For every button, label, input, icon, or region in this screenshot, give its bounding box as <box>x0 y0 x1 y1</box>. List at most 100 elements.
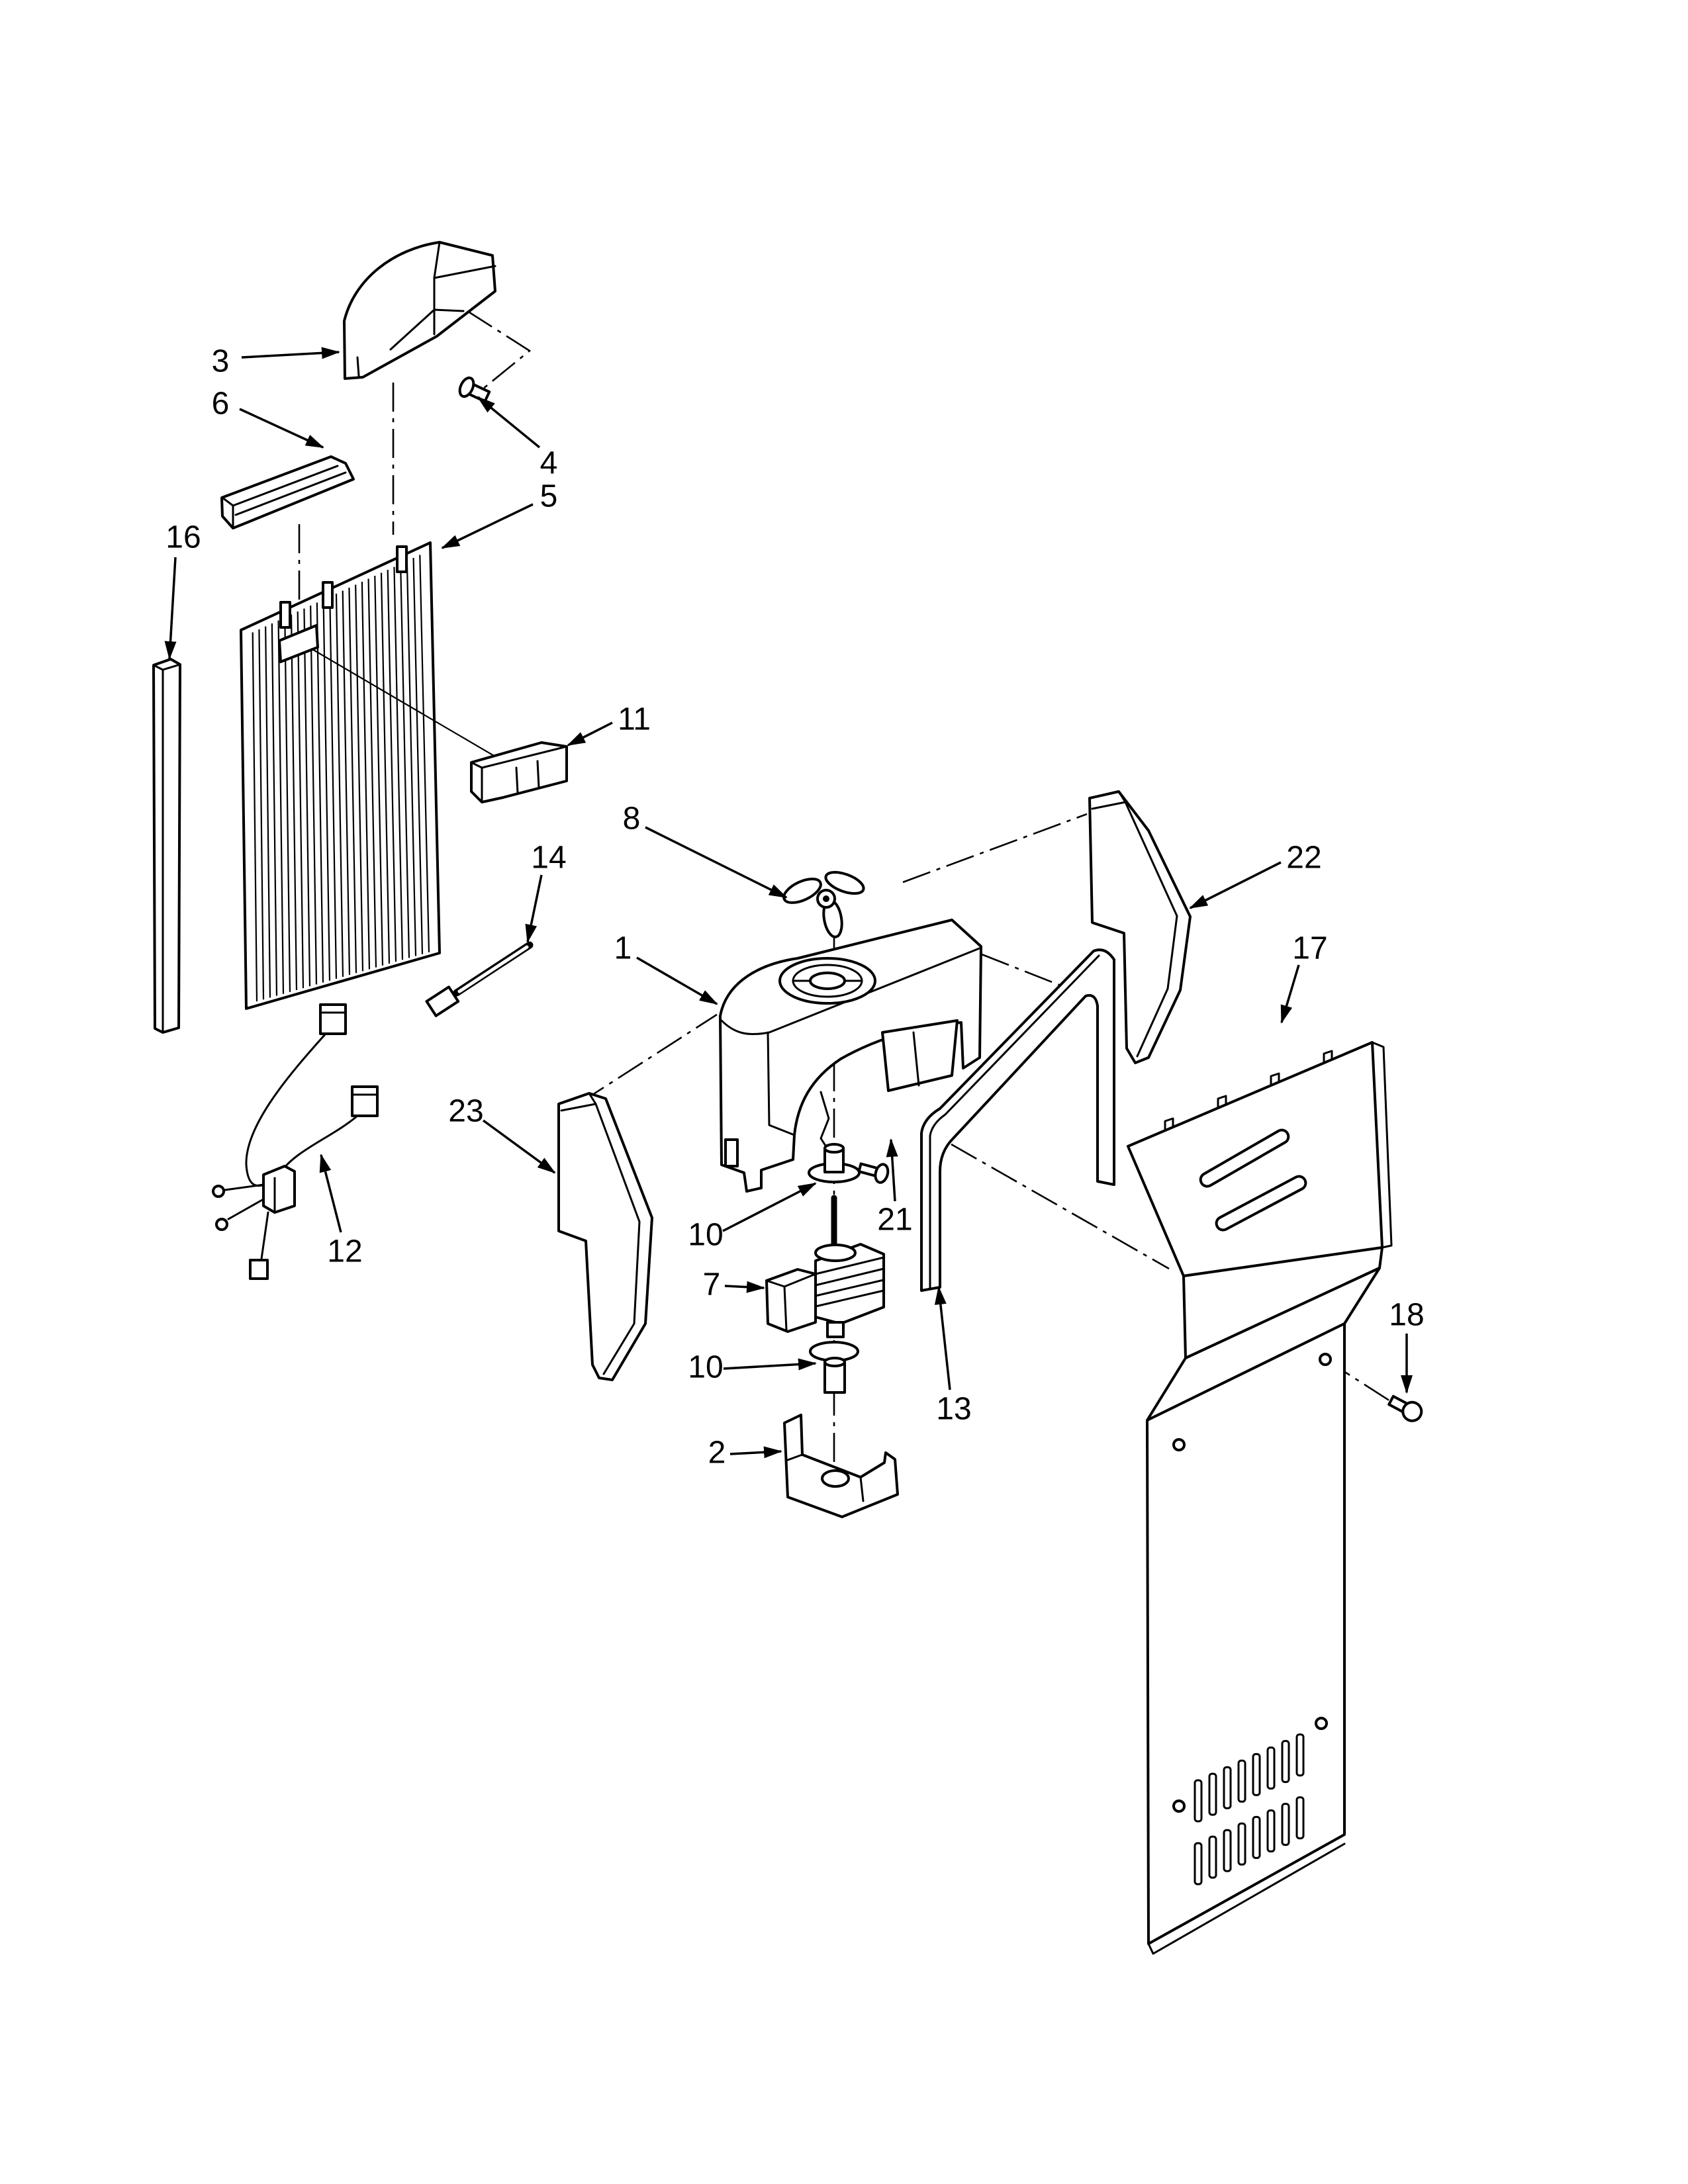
vent-slot <box>1266 1747 1276 1790</box>
part-10-upper <box>808 1143 861 1183</box>
part-2 <box>783 1414 899 1518</box>
vent-slot <box>1208 1835 1217 1879</box>
leader-1 <box>636 956 718 1005</box>
panel-fin <box>258 629 265 1000</box>
panel-fin <box>342 590 351 976</box>
vent-slot <box>1237 1822 1246 1866</box>
panel-fin <box>387 569 397 962</box>
vent-slot <box>1281 1740 1290 1784</box>
callout-label: 16 <box>165 520 201 555</box>
callout-label: 23 <box>448 1094 483 1129</box>
leader-12 <box>319 1154 342 1233</box>
alignment-line <box>981 953 1070 990</box>
leader-8 <box>645 826 788 899</box>
leader-14 <box>525 874 543 943</box>
part-4-screw <box>458 376 491 403</box>
callout-label: 5 <box>540 479 558 514</box>
callout-label: 7 <box>703 1267 721 1302</box>
leader-10-upper <box>722 1182 817 1232</box>
alignment-line <box>579 1013 718 1105</box>
panel-fin <box>284 617 291 992</box>
part-17-vents <box>1194 1733 1305 1886</box>
panel-fin <box>271 623 278 996</box>
panel-fin <box>361 581 371 970</box>
vent-slot <box>1295 1733 1305 1777</box>
part-5-fins <box>252 555 430 1002</box>
panel-fin <box>412 557 424 954</box>
leader-23 <box>482 1119 556 1174</box>
vent-slot <box>1252 1752 1261 1796</box>
leader-17 <box>1280 964 1300 1024</box>
vent-slot <box>1208 1772 1217 1816</box>
leader-arrows <box>164 347 1413 1459</box>
callout-label: 3 <box>212 344 230 379</box>
part-10-lower <box>809 1341 859 1394</box>
panel-fin <box>348 587 357 974</box>
callout-label: 22 <box>1286 841 1321 876</box>
callout-label: 10 <box>688 1218 723 1253</box>
callout-label: 10 <box>688 1350 723 1385</box>
callout-label: 18 <box>1389 1298 1424 1333</box>
panel-fin <box>406 561 417 956</box>
panel-fin <box>290 614 298 991</box>
part-13 <box>920 948 1115 1292</box>
leader-6 <box>239 408 324 449</box>
callout-label: 1 <box>614 931 632 966</box>
callout-label: 13 <box>936 1392 971 1427</box>
callout-label: 14 <box>531 841 566 876</box>
leader-11 <box>567 721 613 747</box>
panel-fin <box>393 567 404 960</box>
alignment-line <box>902 813 1088 884</box>
panel-fin <box>374 575 384 966</box>
panel-fin <box>380 572 391 964</box>
callout-label: 11 <box>618 702 651 737</box>
panel-fin <box>310 605 318 985</box>
panel-fin <box>297 611 305 989</box>
part-5 <box>240 541 504 1010</box>
alignment-line <box>467 310 532 393</box>
leader-22 <box>1189 861 1282 909</box>
panel-fin <box>277 620 285 994</box>
panel-fin <box>400 563 410 958</box>
panel-fin <box>265 626 271 998</box>
vent-slot <box>1281 1803 1290 1846</box>
part-3 <box>343 241 496 380</box>
panel-fin <box>355 584 364 972</box>
part-11 <box>470 741 568 803</box>
leader-7 <box>724 1281 765 1293</box>
leader-5 <box>441 503 534 549</box>
part-6 <box>220 455 355 529</box>
leader-4 <box>477 396 541 449</box>
callout-label: 21 <box>877 1203 912 1238</box>
part-18-screw <box>1387 1394 1423 1422</box>
leader-10-lower <box>723 1358 817 1371</box>
part-17 <box>1127 1041 1393 1955</box>
alignment-line <box>951 1143 1170 1270</box>
panel-fin <box>419 555 430 952</box>
part-8 <box>782 871 865 938</box>
vent-slot <box>1194 1779 1203 1823</box>
callout-label: 4 <box>540 446 558 481</box>
part-7 <box>765 1243 885 1338</box>
vent-slot <box>1223 1766 1232 1809</box>
vent-slot <box>1223 1829 1232 1872</box>
vent-slot <box>1194 1842 1203 1886</box>
panel-fin <box>316 602 324 983</box>
vent-slot <box>1295 1796 1305 1840</box>
callout-label: 17 <box>1292 931 1327 966</box>
callout-label: 6 <box>212 387 230 422</box>
vent-slot <box>1252 1815 1261 1859</box>
vent-slot <box>1266 1809 1276 1852</box>
callout-label: 12 <box>327 1234 362 1269</box>
vent-slot <box>1237 1759 1246 1803</box>
part-22 <box>1088 790 1192 1064</box>
callout-labels: 3 6 4 5 16 11 14 8 22 1 17 23 21 10 12 7… <box>165 344 1424 1471</box>
part-16 <box>152 658 181 1034</box>
part-21-screw <box>857 1162 890 1184</box>
leader-13 <box>934 1286 951 1390</box>
leader-2 <box>729 1446 782 1459</box>
callout-label: 8 <box>623 801 641 837</box>
leader-3 <box>241 347 340 359</box>
panel-fin <box>322 599 331 981</box>
